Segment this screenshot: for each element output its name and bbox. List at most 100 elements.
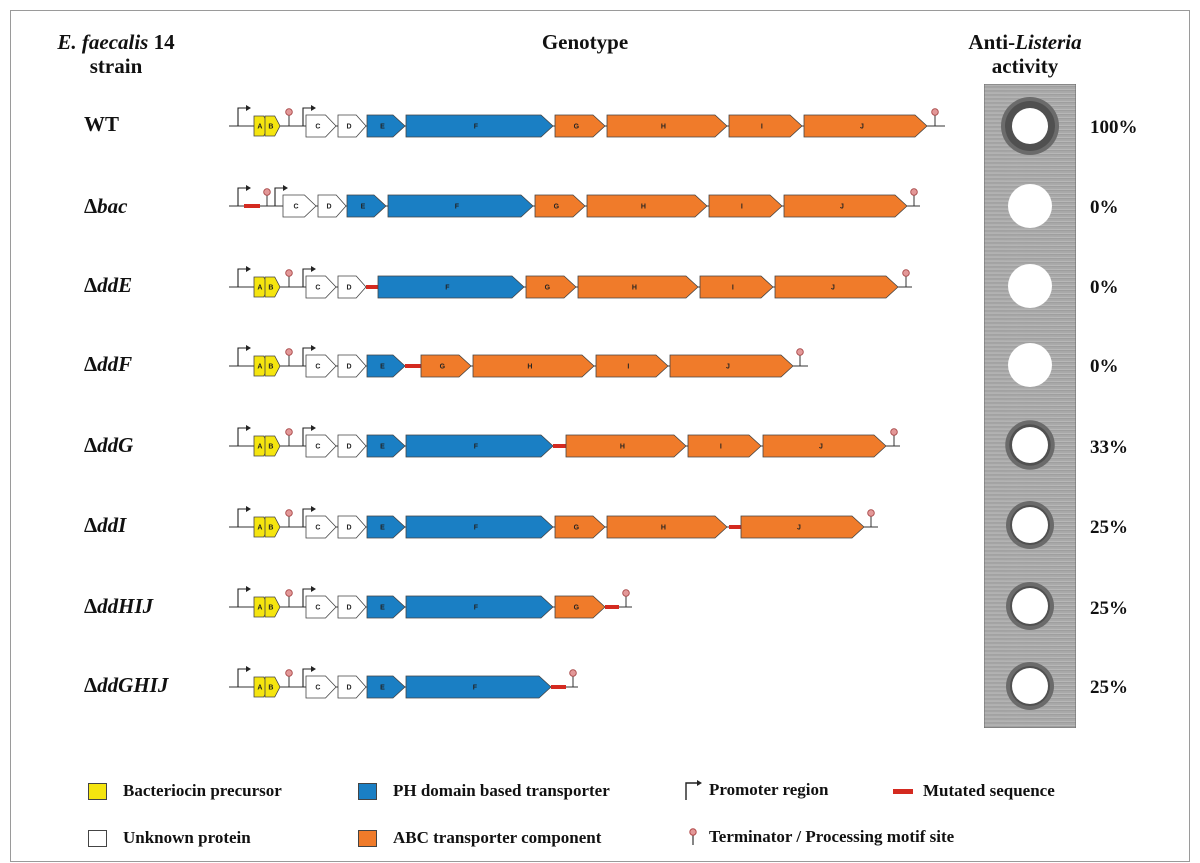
promoter-arrowhead-icon: [246, 266, 251, 272]
strain-label-ddg: ΔddG: [84, 433, 134, 457]
gene-c-label-row1: C: [294, 204, 299, 211]
terminator-icon: [263, 188, 271, 196]
gene-d-label-row2: D: [347, 285, 352, 292]
terminator-icon: [867, 509, 875, 517]
gene-h-arrow-row4: [565, 434, 687, 458]
gene-j-arrow-row1: [783, 194, 908, 218]
promoter-arrowhead-icon: [311, 425, 316, 431]
gene-g-label-row3: G: [440, 364, 446, 371]
gene-i-arrow-row1: [708, 194, 783, 218]
gene-i-label-row1: I: [741, 204, 743, 211]
gene-d-arrow-row1: [317, 194, 347, 218]
terminator-icon: [931, 108, 939, 116]
mutation-bar-row6: [605, 605, 619, 609]
gene-c-arrow-row3: [305, 354, 337, 378]
gene-j-label-row0: J: [860, 124, 864, 131]
gene-e-arrow-row4: [366, 434, 406, 458]
gene-f-arrow-row6: [405, 595, 554, 619]
gene-a-label-row6: A: [257, 605, 262, 612]
gene-j-label-row1: J: [840, 204, 844, 211]
gene-i-label-row0: I: [761, 124, 763, 131]
activity-value-ddf: 0%: [1090, 356, 1119, 377]
gene-c-label-row5: C: [315, 525, 320, 532]
gene-d-arrow-row3: [337, 354, 367, 378]
promoter-arrow-icon: [237, 588, 247, 607]
promoter-arrowhead-icon: [311, 266, 316, 272]
genotype-column-header: Genotype: [541, 30, 629, 54]
gene-j-label-row5: J: [797, 525, 801, 532]
promoter-arrow-icon: [237, 668, 247, 687]
gene-h-label-row2: H: [632, 285, 637, 292]
strain-label-ddghij: ΔddGHIJ: [84, 673, 169, 697]
gene-a-label-row2: A: [257, 285, 262, 292]
promoter-arrowhead-icon: [311, 105, 316, 111]
mutation-bar-row3: [405, 364, 421, 368]
promoter-arrowhead-icon: [311, 506, 316, 512]
gene-d-label-row7: D: [347, 685, 352, 692]
gene-e-label-row1: E: [361, 204, 366, 211]
gene-c-label-row4: C: [315, 444, 320, 451]
activity-value-wt: 100%: [1090, 117, 1138, 138]
promoter-arrow-icon: [302, 668, 312, 687]
gene-b-label-row4: B: [268, 444, 273, 451]
gene-g-label-row1: G: [554, 204, 560, 211]
gene-g-arrow-row3: [420, 354, 472, 378]
legend-promoter-label: Promoter region: [709, 780, 829, 799]
promoter-arrowhead-icon: [246, 506, 251, 512]
legend-bacteriocin-label: Bacteriocin precursor: [123, 781, 282, 800]
legend-swatch-orange: [358, 829, 377, 847]
activity-value-ddghij: 25%: [1090, 677, 1128, 698]
gene-d-label-row0: D: [347, 124, 352, 131]
gene-i-label-row4: I: [720, 444, 722, 451]
gene-h-label-row3: H: [527, 364, 532, 371]
gene-d-label-row6: D: [347, 605, 352, 612]
gene-g-label-row0: G: [574, 124, 580, 131]
gene-f-arrow-row1: [387, 194, 534, 218]
gene-e-arrow-row6: [366, 595, 406, 619]
sample-well: [1008, 184, 1052, 228]
legend-ph-transporter: PH domain based transporter: [358, 781, 610, 801]
gene-h-label-row0: H: [661, 124, 666, 131]
gene-b-label-row3: B: [268, 364, 273, 371]
sample-well: [1012, 427, 1048, 463]
promoter-arrow-icon: [237, 107, 247, 126]
strain-label-ddi: ΔddI: [84, 513, 127, 537]
gene-e-arrow-row0: [366, 114, 406, 138]
legend-terminator: Terminator / Processing motif site: [683, 826, 954, 848]
gene-j-arrow-row2: [774, 275, 899, 299]
promoter-arrowhead-icon: [246, 586, 251, 592]
promoter-arrowhead-icon: [246, 105, 251, 111]
gene-g-label-row2: G: [545, 285, 551, 292]
inhibition-plate-image: [984, 84, 1076, 728]
promoter-arrow-icon: [302, 427, 312, 446]
sample-well: [1008, 264, 1052, 308]
promoter-arrow-icon: [302, 268, 312, 287]
strain-label-bac: Δbac: [84, 194, 128, 218]
promoter-arrowhead-icon: [246, 425, 251, 431]
promoter-arrow-icon: [237, 347, 247, 366]
strain-label-ddf: ΔddF: [84, 352, 133, 376]
terminator-icon: [285, 348, 293, 356]
gene-j-label-row4: J: [819, 444, 823, 451]
promoter-arrow-icon: [302, 588, 312, 607]
gene-g-label-row6: G: [574, 605, 580, 612]
gene-b-arrow-row5: [264, 516, 281, 538]
gene-b-arrow-row3: [264, 355, 281, 377]
terminator-icon: [285, 269, 293, 277]
gene-i-label-row3: I: [627, 364, 629, 371]
strain-label-dde: ΔddE: [84, 273, 133, 297]
gene-h-arrow-row2: [577, 275, 699, 299]
gene-j-arrow-row5: [740, 515, 865, 539]
gene-e-label-row3: E: [380, 364, 385, 371]
gene-c-arrow-row2: [305, 275, 337, 299]
promoter-arrow-icon: [237, 268, 247, 287]
legend-unknown-label: Unknown protein: [123, 828, 251, 847]
promoter-arrow-icon: [302, 508, 312, 527]
mutation-bar-row4: [553, 444, 566, 448]
gene-h-label-row5: H: [661, 525, 666, 532]
gene-j-arrow-row3: [669, 354, 794, 378]
gene-c-arrow-row0: [305, 114, 337, 138]
activity-value-ddg: 33%: [1090, 437, 1128, 458]
promoter-arrowhead-icon: [246, 345, 251, 351]
gene-b-label-row2: B: [268, 285, 273, 292]
